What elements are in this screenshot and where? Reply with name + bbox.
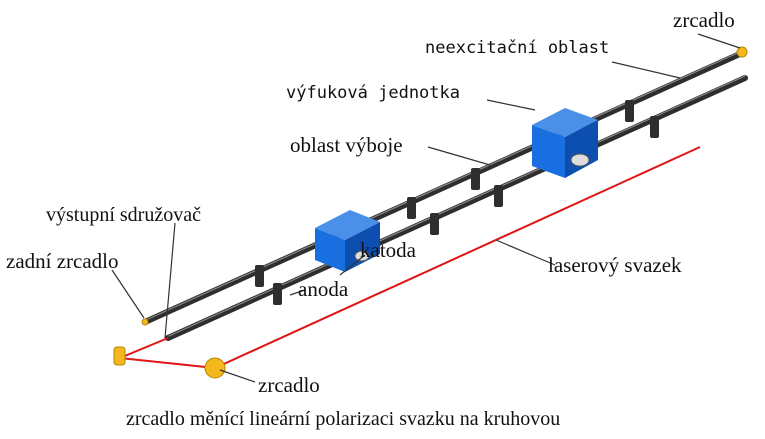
electrode-posts (255, 100, 659, 305)
label-laser-beam: laserový svazek (548, 253, 682, 277)
electrode-post (494, 185, 503, 207)
electrode-post (430, 213, 439, 235)
electrode-post (650, 116, 659, 138)
leader-lines (111, 33, 741, 383)
exhaust-unit-box-right (532, 108, 598, 178)
laser-beam (119, 146, 701, 369)
tube-lower (165, 75, 748, 341)
mirror-bottom-icon (204, 357, 226, 379)
exhaust-unit-box-left (315, 210, 380, 272)
label-discharge-region: oblast výboje (290, 133, 403, 157)
electrode-post (273, 283, 282, 305)
electrode-post (625, 100, 634, 122)
label-output-coupler: výstupní sdružovač (46, 204, 201, 226)
label-mirror-top: zrcadlo (673, 8, 735, 32)
rear-mirror-icon (141, 318, 149, 326)
label-polarization-mirror: zrcadlo měnící lineární polarizaci svazk… (126, 408, 561, 430)
label-non-excitation-region: neexcitační oblast (425, 38, 610, 58)
label-cathode: katoda (360, 238, 416, 262)
electrode-post (471, 168, 480, 190)
electrode-post (407, 197, 416, 219)
label-rear-mirror: zadní zrcadlo (6, 249, 119, 273)
label-mirror-bottom: zrcadlo (258, 373, 320, 397)
electrode-post (255, 265, 264, 287)
polarization-mirror-icon (113, 346, 126, 366)
mirror-top-icon (736, 46, 748, 58)
label-exhaust-unit: výfuková jednotka (286, 83, 460, 103)
tube-upper (142, 50, 745, 325)
label-anode: anoda (298, 277, 349, 301)
